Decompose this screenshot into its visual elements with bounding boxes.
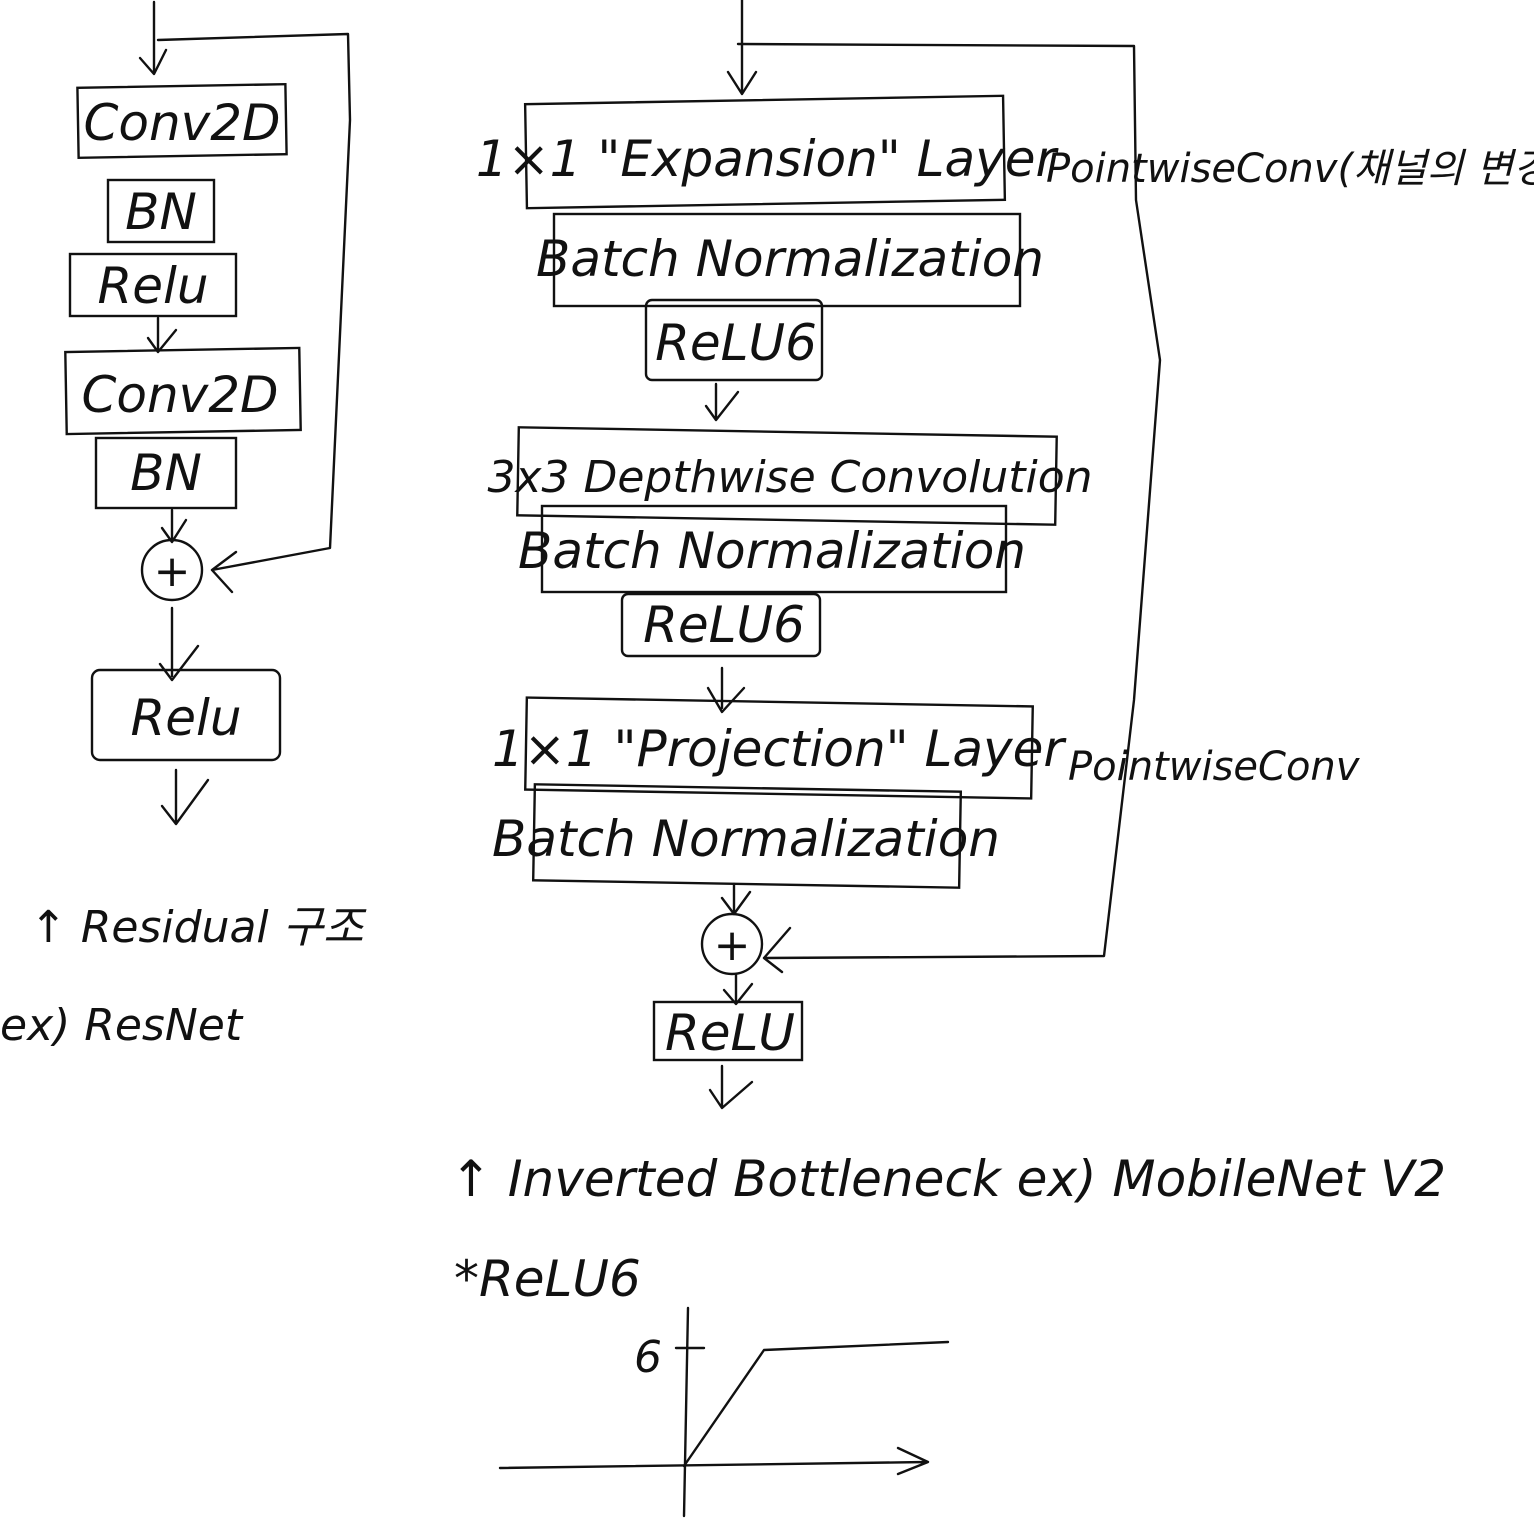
resnet-arrow-2 xyxy=(146,316,178,354)
resnet-add-node xyxy=(140,538,204,602)
resnet-relu-out-box xyxy=(90,668,282,762)
resnet-relu-1-box xyxy=(68,252,238,318)
relu6-plot-title: *ReLU6 xyxy=(454,1250,641,1308)
resnet-caption-example: ex) ResNet xyxy=(0,1000,244,1051)
resnet-conv2d-2-label: Conv2D xyxy=(81,366,278,424)
relu6-y-tick-label: 6 xyxy=(634,1332,662,1383)
resnet-conv2d-1-box xyxy=(76,82,288,160)
resnet-add-label: + xyxy=(154,546,191,597)
mobilenet-caption: ↑ Inverted Bottleneck ex) MobileNet V2 xyxy=(450,1150,1446,1208)
resnet-skip-connection xyxy=(156,32,352,594)
projection-layer-label: 1×1 "Projection" Layer xyxy=(492,720,1067,778)
resnet-arrow-3 xyxy=(160,508,188,544)
resnet-relu-out-label: Relu xyxy=(130,689,241,747)
relu6-1-label: ReLU6 xyxy=(655,314,817,372)
mobilenet-arrow-3 xyxy=(706,666,746,714)
resnet-input-arrow xyxy=(138,0,168,76)
resnet-bn-1-box xyxy=(106,178,216,244)
relu6-2-label: ReLU6 xyxy=(643,596,805,654)
mobilenet-arrow-5 xyxy=(722,972,754,1006)
mobilenet-arrow-4 xyxy=(720,882,752,916)
resnet-bn-2-box xyxy=(94,436,238,510)
mobilenet-input-arrow xyxy=(726,0,758,96)
relu6-x-axis xyxy=(498,1446,930,1476)
resnet-bn-2-label: BN xyxy=(130,444,202,502)
mobilenet-bn-2-box xyxy=(540,504,1008,594)
mobilenet-block: 1×1 "Expansion" Layer PointwiseConv(채널의 … xyxy=(450,0,1534,1208)
mobilenet-bn-1-box xyxy=(552,212,1022,308)
relu6-y-axis xyxy=(682,1306,690,1518)
mobilenet-bn-1-label: Batch Normalization xyxy=(536,230,1044,288)
mobilenet-add-node xyxy=(700,912,764,976)
expansion-layer-label: 1×1 "Expansion" Layer xyxy=(476,130,1060,188)
relu6-1-box xyxy=(644,298,824,382)
relu6-2-box xyxy=(620,592,822,658)
resnet-conv2d-2-box xyxy=(64,346,302,436)
resnet-block: Conv2D BN Relu Conv2D BN + Relu ↑ Residu… xyxy=(0,0,367,1051)
expansion-layer-box xyxy=(523,94,1007,210)
mobilenet-relu-out-box xyxy=(652,1000,804,1062)
expansion-note: PointwiseConv(채널의 변경 기준) xyxy=(1046,146,1534,192)
mobilenet-skip-connection xyxy=(736,42,1162,974)
resnet-caption-title: ↑ Residual 구조 xyxy=(30,902,367,953)
mobilenet-arrow-2 xyxy=(704,382,740,422)
resnet-relu-1-label: Relu xyxy=(97,257,208,315)
resnet-conv2d-1-label: Conv2D xyxy=(83,94,280,152)
mobilenet-add-label: + xyxy=(714,920,751,971)
mobilenet-output-arrow xyxy=(708,1064,754,1110)
relu6-plot: *ReLU6 6 xyxy=(454,1250,950,1518)
mobilenet-bn-3-label: Batch Normalization xyxy=(492,810,1000,868)
projection-note: PointwiseConv xyxy=(1068,744,1361,790)
relu6-curve xyxy=(682,1340,950,1468)
depthwise-conv-label: 3x3 Depthwise Convolution xyxy=(487,452,1092,503)
projection-layer-box xyxy=(524,696,1034,800)
mobilenet-relu-out-label: ReLU xyxy=(665,1004,795,1062)
mobilenet-bn-3-box xyxy=(531,783,963,889)
mobilenet-bn-2-label: Batch Normalization xyxy=(518,522,1026,580)
resnet-output-arrow xyxy=(160,768,210,826)
resnet-bn-1-label: BN xyxy=(125,183,197,241)
depthwise-conv-box xyxy=(516,426,1058,526)
